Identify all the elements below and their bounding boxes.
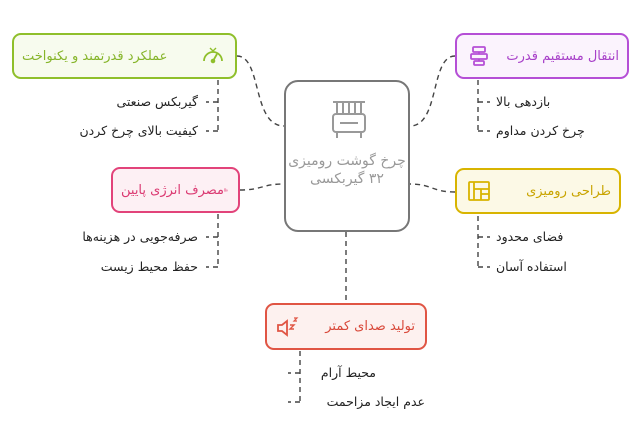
meat-grinder-icon — [332, 101, 366, 138]
noise-item-1: محیط آرام — [320, 365, 376, 380]
branch-power: انتقال مستقیم قدرت — [455, 33, 629, 79]
connector-design — [409, 183, 456, 193]
energy-meter-icon — [224, 188, 228, 192]
center-title: چرخ گوشت رومیزی ۳۲ گیربکسی — [288, 153, 406, 187]
branch-noise: تولید صدای کمتر — [265, 303, 427, 350]
design-item-1: فضای محدود — [496, 229, 564, 244]
noise-item-2: عدم ایجاد مزاحمت — [326, 394, 425, 409]
branch-energy: مصرف انرژی پایین — [111, 167, 240, 213]
branch-design: طراحی رومیزی — [455, 168, 621, 214]
branch-performance: عملکرد قدرتمند و یکنواخت — [12, 33, 237, 79]
branch-performance-title: عملکرد قدرتمند و یکنواخت — [22, 48, 168, 64]
performance-item-2: کیفیت بالای چرخ کردن — [79, 123, 199, 138]
blueprint-icon — [468, 181, 490, 201]
energy-item-1: صرفه‌جویی در هزینه‌ها — [82, 229, 198, 244]
branch-power-title: انتقال مستقیم قدرت — [506, 48, 619, 64]
connector-performance — [236, 55, 285, 127]
branch-design-title: طراحی رومیزی — [526, 183, 611, 199]
speedometer-icon — [203, 47, 223, 64]
connector-power — [409, 55, 456, 127]
branch-energy-title: مصرف انرژی پایین — [121, 182, 225, 198]
energy-item-2: حفظ محیط زیست — [100, 259, 198, 274]
center-node: چرخ گوشت رومیزی ۳۲ گیربکسی — [284, 80, 410, 232]
power-item-1: بازدهی بالا — [496, 94, 551, 109]
performance-item-1: گیربکس صنعتی — [116, 94, 198, 109]
power-item-2: چرخ کردن مداوم — [496, 123, 585, 138]
low-volume-icon — [277, 316, 299, 337]
design-item-2: استفاده آسان — [496, 259, 567, 274]
connector-energy — [239, 183, 285, 191]
branch-noise-title: تولید صدای کمتر — [325, 319, 415, 334]
gear-transmission-icon — [470, 46, 488, 66]
